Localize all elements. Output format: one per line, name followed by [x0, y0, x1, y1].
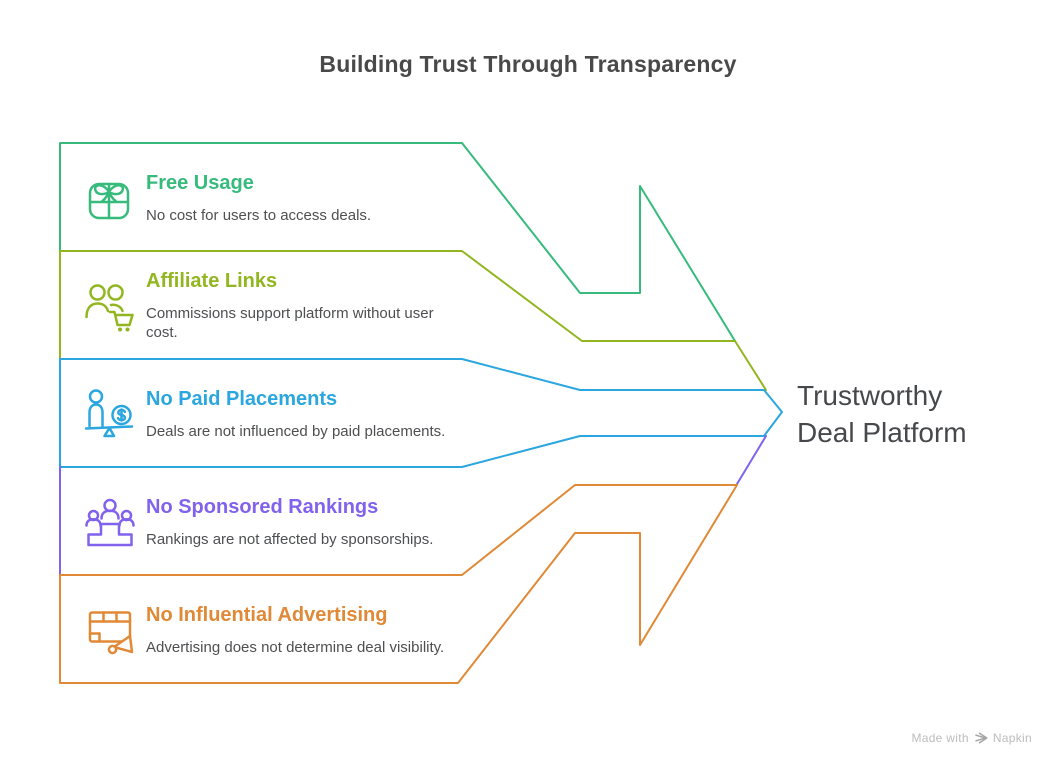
page-title: Building Trust Through Transparency	[319, 51, 737, 77]
result-label-line2: Deal Platform	[797, 417, 967, 448]
row-description: Rankings are not affected by sponsorship…	[146, 530, 434, 548]
row-description: No cost for users to access deals.	[146, 206, 372, 224]
billboard-megaphone-icon	[88, 611, 134, 655]
podium-people-icon	[85, 498, 135, 547]
row-no-sponsored-rankings: No Sponsored Rankings Rankings are not a…	[146, 467, 486, 575]
footer-brand-text: Napkin	[992, 731, 1032, 745]
band-free-usage-outline	[59, 142, 736, 342]
result-label: Trustworthy Deal Platform	[797, 377, 967, 451]
row-description: Commissions support platform without use…	[146, 305, 434, 341]
row-heading: Free Usage	[146, 171, 254, 194]
band-no-sponsored-rankings-outline	[59, 435, 767, 576]
row-description: Advertising does not determine deal visi…	[146, 638, 445, 656]
result-label-line1: Trustworthy	[797, 380, 943, 411]
band-affiliate-links-outline	[59, 250, 767, 391]
row-no-influential-advertising: No Influential Advertising Advertising d…	[146, 575, 486, 683]
attribution-footer: Made with Napkin	[911, 731, 1032, 745]
shoppers-cart-icon	[85, 284, 134, 332]
row-affiliate-links: Affiliate Links Commissions support plat…	[146, 251, 486, 359]
row-free-usage: Free Usage No cost for users to access d…	[146, 143, 486, 251]
row-description: Deals are not influenced by paid placeme…	[146, 422, 446, 440]
row-heading: No Paid Placements	[146, 387, 338, 410]
napkin-logo-icon	[975, 732, 988, 744]
gift-icon	[88, 182, 130, 220]
balance-dollar-icon	[84, 389, 134, 438]
row-heading: No Sponsored Rankings	[146, 495, 379, 518]
band-no-influential-advertising-outline	[59, 484, 738, 684]
row-no-paid-placements: No Paid Placements Deals are not influen…	[146, 359, 486, 467]
row-heading: Affiliate Links	[146, 270, 278, 292]
footer-made-with-text: Made with	[911, 731, 969, 745]
band-no-paid-placements-outline	[59, 358, 783, 468]
row-heading: No Influential Advertising	[146, 603, 388, 626]
